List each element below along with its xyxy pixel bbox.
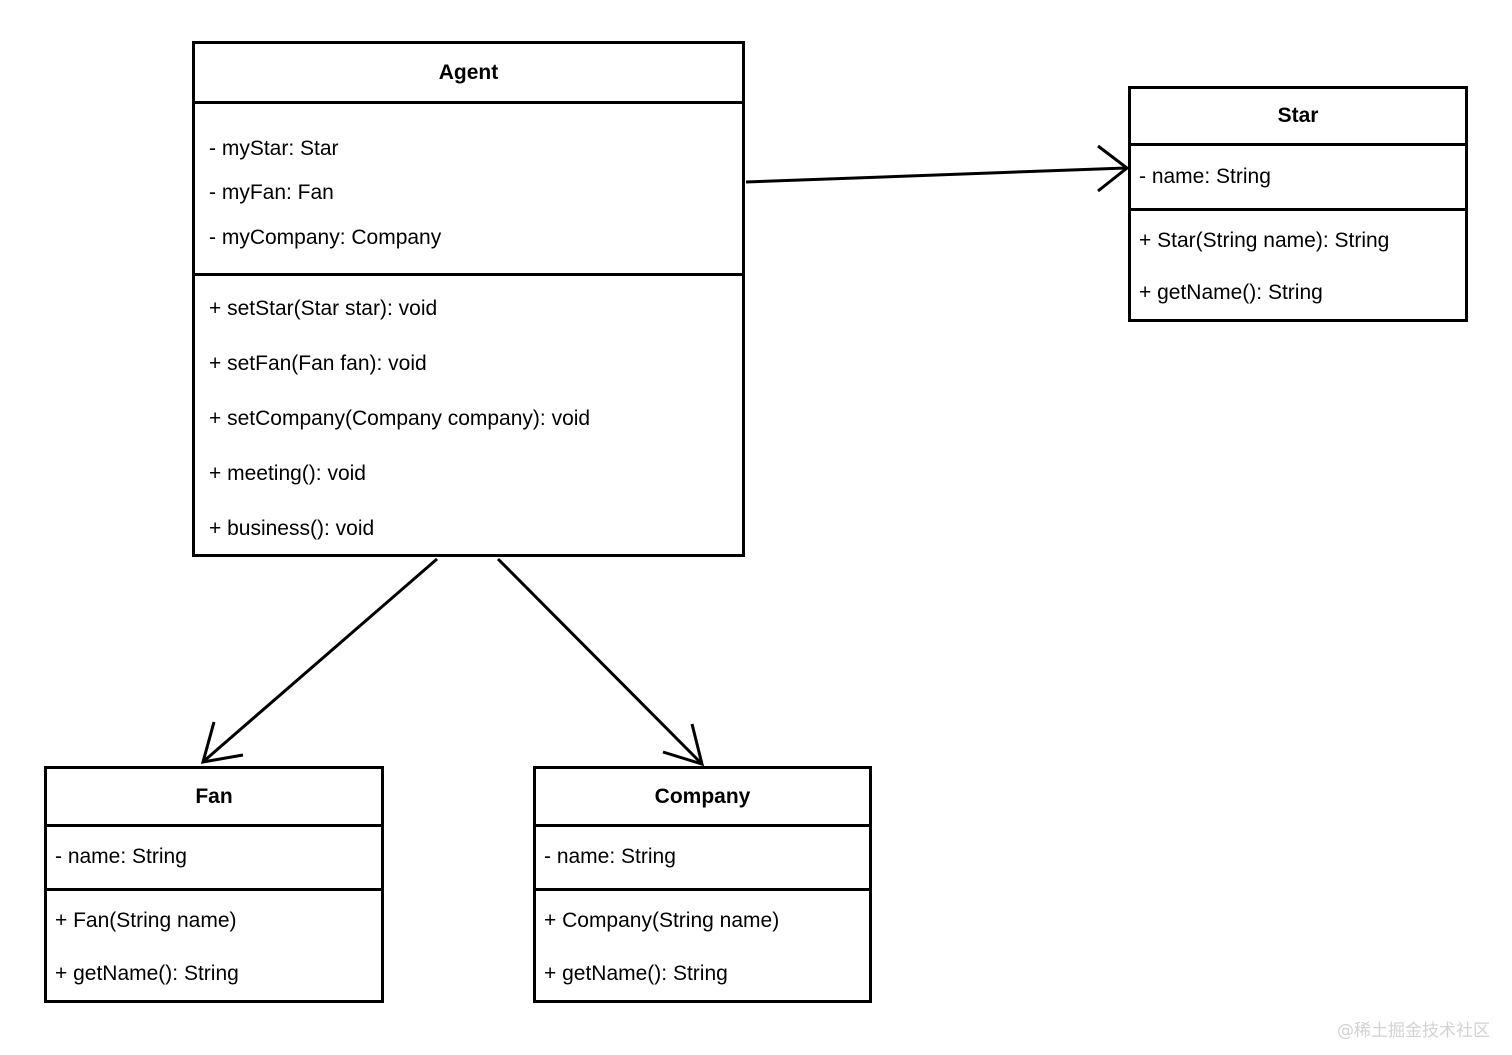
class-title-company: Company	[654, 784, 751, 808]
relation-agent-star	[745, 144, 1130, 193]
class-methods-fan: + Fan(String name) + getName(): String	[47, 888, 381, 1000]
class-member: - myStar: Star	[209, 137, 339, 161]
class-title-fan: Fan	[195, 784, 233, 808]
class-attributes-star: - name: String	[1131, 143, 1465, 208]
watermark: @稀土掘金技术社区	[1337, 1021, 1490, 1041]
relation-agent-company	[496, 557, 705, 767]
class-member: + Company(String name)	[544, 909, 780, 933]
class-member: - name: String	[55, 845, 187, 869]
class-attributes-company: - name: String	[536, 824, 869, 888]
class-member: + setCompany(Company company): void	[209, 406, 591, 430]
class-member: + getName(): String	[544, 961, 728, 985]
class-member: + business(): void	[209, 517, 375, 541]
class-member: + setStar(Star star): void	[209, 296, 438, 320]
class-box-star[interactable]: Star - name: String + Star(String name):…	[1128, 86, 1468, 322]
class-box-fan[interactable]: Fan - name: String + Fan(String name) + …	[44, 766, 384, 1003]
class-member: + getName(): String	[55, 961, 239, 985]
class-methods-company: + Company(String name) + getName(): Stri…	[536, 888, 869, 1000]
class-attributes-fan: - name: String	[47, 824, 381, 888]
class-member: + Fan(String name)	[55, 909, 237, 933]
relation-agent-fan	[200, 557, 438, 764]
class-member: + getName(): String	[1139, 281, 1323, 304]
class-methods-agent: + setStar(Star star): void + setFan(Fan …	[195, 273, 742, 554]
class-title-agent: Agent	[438, 60, 499, 84]
class-box-company[interactable]: Company - name: String + Company(String …	[533, 766, 872, 1003]
class-member: - name: String	[544, 845, 676, 869]
class-title-star: Star	[1277, 104, 1319, 127]
class-member: - name: String	[1139, 164, 1271, 188]
class-member: - myCompany: Company	[209, 225, 442, 249]
class-methods-star: + Star(String name): String + getName():…	[1131, 208, 1465, 319]
class-member: + Star(String name): String	[1139, 228, 1390, 252]
class-member: - myFan: Fan	[209, 181, 334, 205]
class-member: + setFan(Fan fan): void	[209, 351, 427, 375]
class-box-agent[interactable]: Agent - myStar: Star - myFan: Fan - myCo…	[192, 41, 745, 557]
class-member: + meeting(): void	[209, 462, 366, 486]
class-attributes-agent: - myStar: Star - myFan: Fan - myCompany:…	[195, 101, 742, 273]
